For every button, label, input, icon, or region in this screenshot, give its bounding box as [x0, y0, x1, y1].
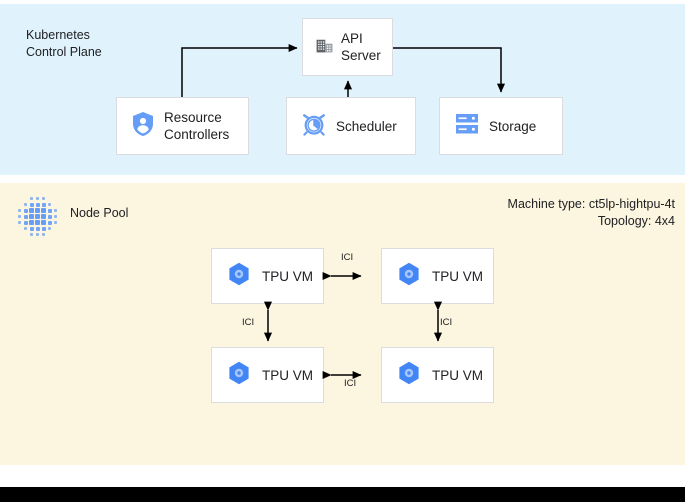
ici-link-label: ICI: [344, 378, 357, 389]
ici-link-label: ICI: [440, 317, 453, 328]
machine-type-text: Machine type: ct5lp-hightpu-4t: [507, 197, 675, 211]
bottom-bar: [0, 487, 685, 502]
tpu-vm-label: TPU VM: [432, 268, 484, 284]
node-pool-meta: Machine type: ct5lp-hightpu-4t Topology:…: [508, 196, 675, 230]
alarm-clock-icon: [301, 111, 327, 142]
tpu-vm-box[interactable]: TPU VM: [211, 347, 324, 403]
node-pool-section: [0, 183, 685, 465]
scheduler-box[interactable]: Scheduler: [286, 97, 416, 155]
topology-text: Topology: 4x4: [597, 214, 675, 228]
tpu-vm-box[interactable]: TPU VM: [211, 248, 324, 304]
node-pool-dots-icon: [14, 193, 57, 236]
scheduler-label: Scheduler: [336, 118, 397, 134]
tpu-vm-label: TPU VM: [262, 367, 314, 383]
tpu-hexagon-icon: [228, 262, 250, 291]
tpu-hexagon-icon: [228, 361, 250, 390]
building-icon: [315, 35, 334, 59]
resource-controllers-label: Resource Controllers: [164, 110, 230, 142]
tpu-vm-box[interactable]: TPU VM: [381, 248, 494, 304]
ici-link-label: ICI: [341, 252, 354, 263]
tpu-vm-box[interactable]: TPU VM: [381, 347, 494, 403]
tpu-vm-label: TPU VM: [432, 367, 484, 383]
control-plane-title: Kubernetes Control Plane: [26, 28, 102, 59]
node-pool-header: Node Pool: [14, 193, 129, 236]
tpu-hexagon-icon: [398, 262, 420, 291]
resource-controllers-box[interactable]: Resource Controllers: [116, 97, 249, 155]
api-server-label: API Server: [341, 31, 381, 63]
server-stack-icon: [454, 112, 480, 141]
tpu-hexagon-icon: [398, 361, 420, 390]
shield-person-icon: [131, 111, 155, 142]
storage-label: Storage: [489, 118, 537, 134]
storage-box[interactable]: Storage: [439, 97, 563, 155]
api-server-box[interactable]: API Server: [302, 18, 393, 76]
ici-link-label: ICI: [242, 317, 255, 328]
node-pool-title: Node Pool: [70, 206, 129, 220]
tpu-vm-label: TPU VM: [262, 268, 314, 284]
